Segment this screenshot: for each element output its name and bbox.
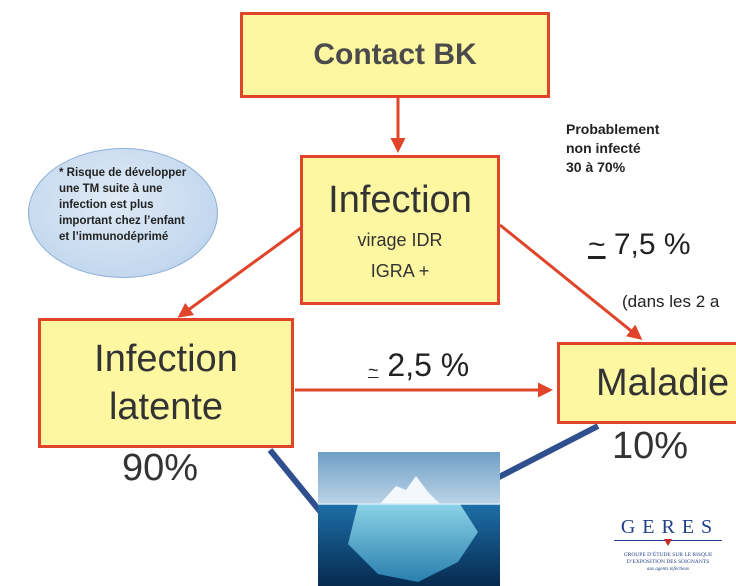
geres-logo-line-3: aux agents infectieux <box>646 567 690 572</box>
pct-2-5-label: ~ 2,5 % <box>368 347 469 384</box>
geres-logo: GERES GROUPE D’ÉTUDE SUR LE RISQUE D’EXP… <box>600 516 736 573</box>
node-infection-line1: virage IDR <box>357 230 443 250</box>
pct-10-label: 10% <box>612 425 689 467</box>
risk-note-bubble: * Risque de développer une TM suite à un… <box>28 148 218 278</box>
probably-line-1: Probablement <box>566 121 660 137</box>
probably-not-infected-label: Probablement non infecté 30 à 70% <box>566 120 659 177</box>
risk-note-text: * Risque de développer une TM suite à un… <box>59 165 186 245</box>
geres-logo-marker-icon <box>664 539 672 546</box>
pct-2-5-value: 2,5 % <box>387 347 470 383</box>
pct-2-5-tilde: ~ <box>368 360 379 380</box>
node-infection-line2: IGRA + <box>370 261 430 281</box>
node-infection-latente: Infection latente <box>38 318 294 448</box>
geres-logo-line-2: D’EXPOSITION DES SOIGNANTS <box>626 559 710 565</box>
node-latent-line1: Infection <box>94 338 238 380</box>
risk-note-line-1: * Risque de développer <box>59 167 187 179</box>
node-maladie: Maladie <box>557 342 736 424</box>
risk-note-line-2: une TM suite à une <box>59 183 163 195</box>
node-infection: Infection virage IDR IGRA + <box>300 155 500 305</box>
node-contact-bk-label: Contact BK <box>313 38 477 71</box>
two-years-label: (dans les 2 a <box>622 292 720 311</box>
node-infection-title: Infection <box>328 179 472 221</box>
node-maladie-label: Maladie <box>596 361 730 404</box>
pct-7-5-value: 7,5 % <box>613 228 691 261</box>
risk-note-line-5: et l’immunodéprimé <box>59 231 169 243</box>
probably-line-3: 30 à 70% <box>566 159 626 175</box>
geres-logo-rule <box>614 539 722 551</box>
pct-90-label: 90% <box>122 447 199 489</box>
probably-line-2: non infecté <box>566 140 641 156</box>
arrow-infection-to-maladie <box>499 223 643 340</box>
risk-note-line-3: infection est plus <box>59 199 154 211</box>
pct-7-5-label: ~ 7,5 % <box>588 228 691 262</box>
geres-logo-line-1: GROUPE D’ÉTUDE SUR LE RISQUE <box>623 552 713 558</box>
iceberg-image <box>318 452 500 586</box>
node-contact-bk: Contact BK <box>240 12 550 98</box>
pct-7-5-tilde: ~ <box>588 228 606 261</box>
geres-logo-letters: GERES <box>620 516 720 538</box>
arrow-infection-to-latent <box>177 223 306 318</box>
node-latent-line2: latente <box>108 386 224 428</box>
risk-note-line-4: important chez l’enfant <box>59 215 185 227</box>
